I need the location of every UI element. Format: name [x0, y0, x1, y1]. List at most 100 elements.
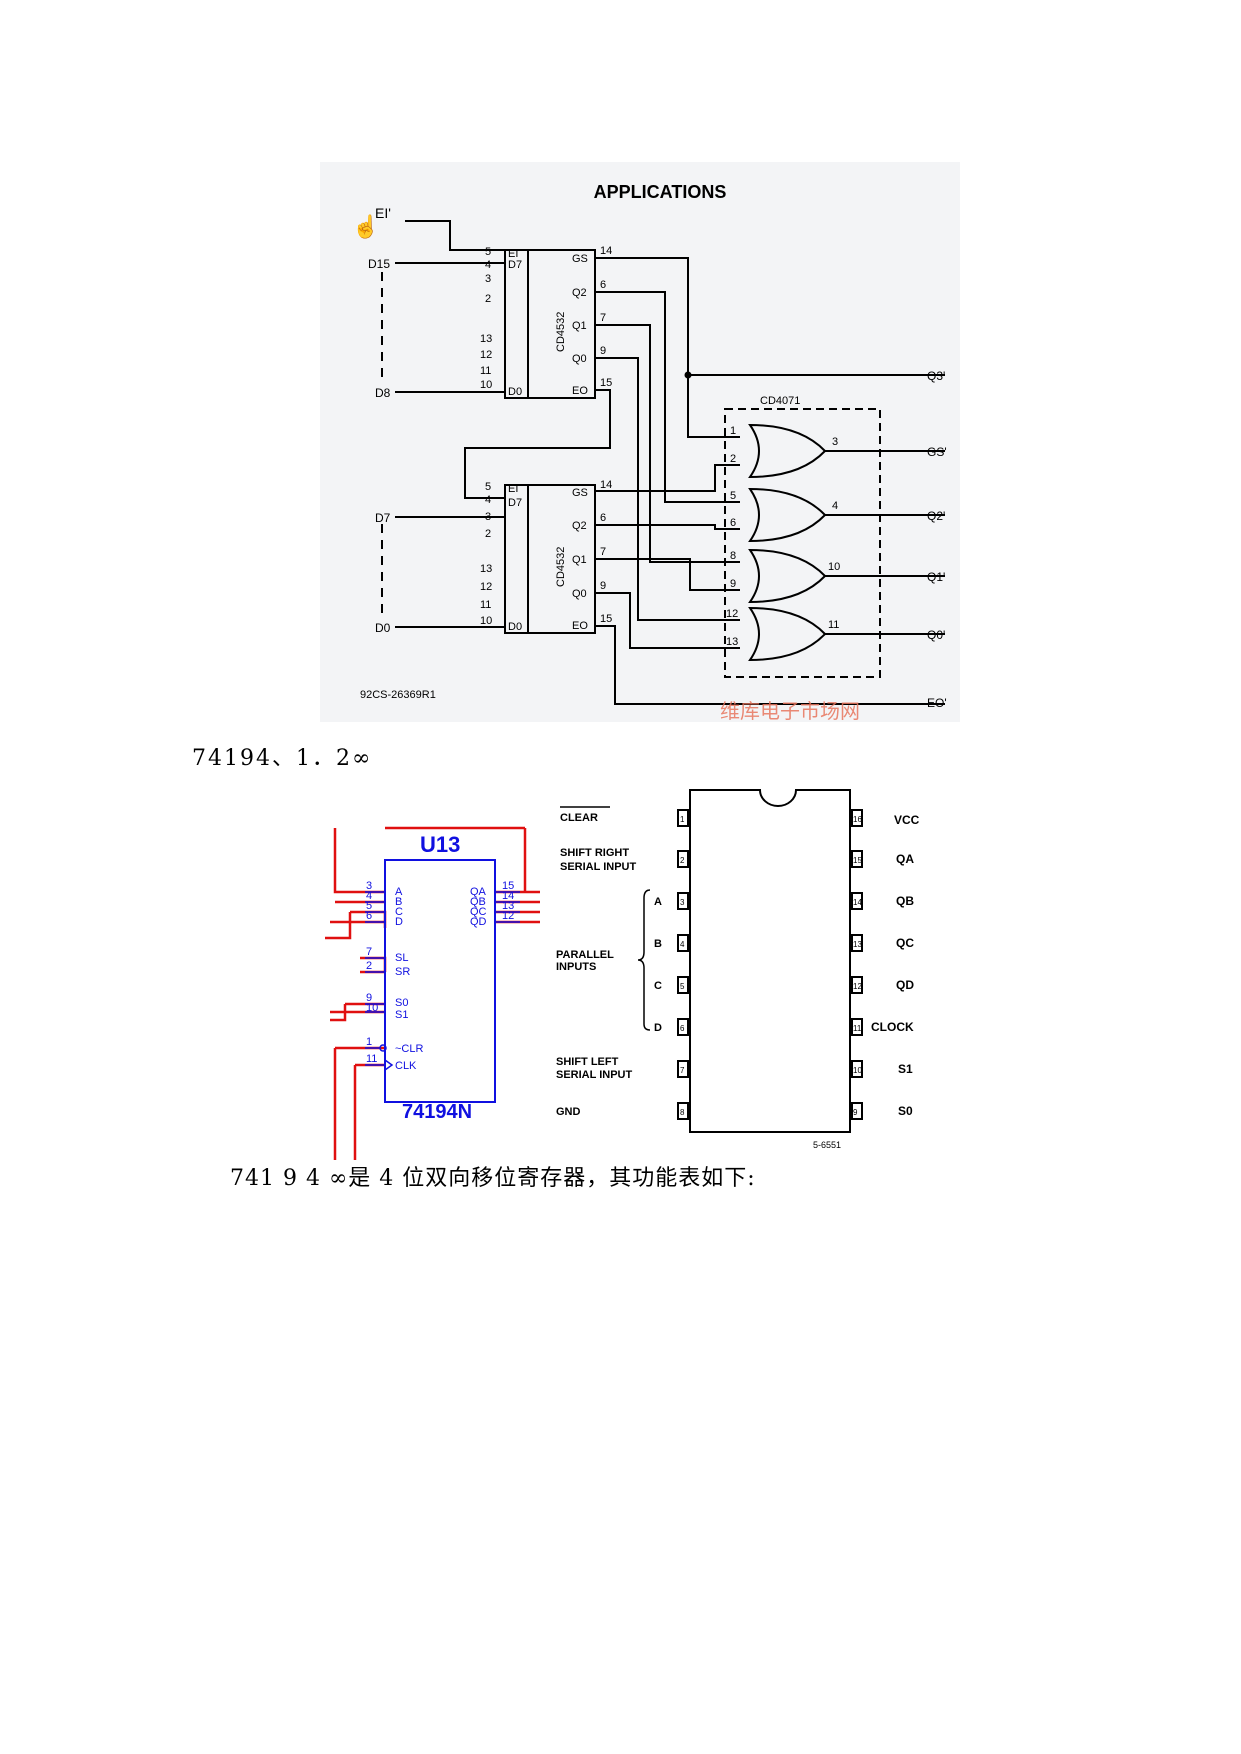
- pin-label: 12: [480, 581, 492, 593]
- output-q3: Q3': [927, 369, 945, 383]
- top-chip-label: CD4532: [555, 312, 567, 352]
- input-d8: D8: [375, 386, 391, 400]
- or-pin: 13: [726, 636, 738, 648]
- pin-label: 4: [485, 259, 491, 271]
- dip-pin: 2: [680, 856, 685, 865]
- serial-input-left-label: SERIAL INPUT: [556, 1069, 632, 1081]
- input-b-label: B: [654, 938, 662, 950]
- u13-pin-num: 3: [366, 880, 372, 892]
- or-gate-2: [748, 487, 827, 543]
- figure1-code: 92CS-26369R1: [360, 689, 436, 701]
- u13-pin-num: 15: [502, 880, 514, 892]
- dip-code: 5-6551: [813, 1140, 841, 1150]
- u13-pin-name: B: [395, 896, 402, 908]
- u13-pin-name: QA: [470, 886, 487, 898]
- dip-pin: 6: [680, 1024, 685, 1033]
- dip-pin: 12: [853, 982, 862, 991]
- pin-label: 3: [485, 273, 491, 285]
- qd-label: QD: [896, 978, 914, 992]
- cd4532-application-figure: APPLICATIONS ☝ EI' D15 D8 D7 D0 5 4 3 2 …: [320, 162, 960, 723]
- or-pin: 10: [828, 561, 840, 573]
- pin-label: 11: [480, 599, 491, 611]
- u13-pin-num: 13: [502, 900, 514, 912]
- dip-pin: 1: [680, 815, 685, 824]
- qb-label: QB: [896, 894, 914, 908]
- dip-pin: 7: [680, 1066, 685, 1075]
- shift-right-label: SHIFT RIGHT: [560, 847, 629, 859]
- u13-pin-name: S0: [395, 997, 408, 1009]
- pin-name: Q0: [572, 353, 587, 365]
- dip-pin: 16: [853, 815, 862, 824]
- pin-name: EO: [572, 385, 588, 397]
- pin-name: D0: [508, 621, 522, 633]
- or-gate-1: [748, 423, 827, 479]
- u13-chip: [384, 859, 496, 1103]
- pin-name: EI: [508, 248, 518, 260]
- pin-name: EI: [508, 483, 518, 495]
- pin-label: 7: [600, 546, 606, 558]
- 74194-figure: U13 74194N 3 A 4 B 5 C 6 D 7 SL 2 SR 9 S…: [320, 780, 920, 1160]
- u13-pin-num: 7: [366, 946, 372, 958]
- pin-label: 10: [480, 615, 492, 627]
- dip-pin: 14: [853, 898, 862, 907]
- clear-label: CLEAR: [560, 812, 598, 824]
- dip-pin: 3: [680, 898, 685, 907]
- 74194-schematic: U13 74194N 3 A 4 B 5 C 6 D 7 SL 2 SR 9 S…: [325, 789, 920, 1160]
- dip-pin: 10: [853, 1066, 862, 1075]
- u13-pin-name: C: [395, 906, 403, 918]
- pin-label: 13: [480, 563, 492, 575]
- pin-label: 6: [600, 512, 606, 524]
- u13-pin-name: ~CLR: [395, 1043, 423, 1055]
- output-q0: Q0': [927, 628, 945, 642]
- pin-label: 9: [600, 345, 606, 357]
- gnd-label: GND: [556, 1106, 581, 1118]
- u13-pin-num: 6: [366, 910, 372, 922]
- u13-pin-name: CLK: [395, 1060, 417, 1072]
- pin-label: 6: [600, 279, 606, 291]
- pin-name: GS: [572, 253, 588, 265]
- or-pin: 1: [730, 425, 736, 437]
- input-c-label: C: [654, 980, 662, 992]
- pin-name: Q2: [572, 520, 587, 532]
- s0-label: S0: [898, 1104, 913, 1118]
- pin-name: GS: [572, 487, 588, 499]
- or-pin: 11: [828, 619, 839, 631]
- vcc-label: VCC: [894, 813, 920, 827]
- u13-part: 74194N: [402, 1101, 472, 1123]
- u13-pin-num: 9: [366, 992, 372, 1004]
- dip-pin: 9: [853, 1108, 858, 1117]
- qc-label: QC: [896, 936, 914, 950]
- or-pin: 9: [730, 578, 736, 590]
- pin-name: EO: [572, 620, 588, 632]
- cd4532-schematic: APPLICATIONS ☝ EI' D15 D8 D7 D0 5 4 3 2 …: [352, 182, 947, 723]
- output-gs: GS': [927, 445, 947, 459]
- or-pin: 8: [730, 550, 736, 562]
- u13-pin-name: S1: [395, 1009, 408, 1021]
- u13-pin-name: SL: [395, 952, 408, 964]
- or-pin: 6: [730, 517, 736, 529]
- or-gate-4: [748, 606, 827, 662]
- u13-pin-name: A: [395, 886, 403, 898]
- pin-name: D7: [508, 497, 522, 509]
- bottom-chip-label: CD4532: [555, 547, 567, 587]
- pin-label: 5: [485, 481, 491, 493]
- parallel-label: PARALLEL: [556, 949, 614, 961]
- input-d-label: D: [654, 1022, 662, 1034]
- dip-pin: 13: [853, 940, 862, 949]
- dip-pin: 8: [680, 1108, 685, 1117]
- u13-pin-num: 10: [366, 1002, 378, 1014]
- dip-pin: 5: [680, 982, 685, 991]
- watermark: 维库电子市场网: [720, 700, 860, 722]
- pin-label: 15: [600, 613, 612, 625]
- input-d0: D0: [375, 621, 391, 635]
- qa-label: QA: [896, 852, 914, 866]
- pin-label: 14: [600, 479, 612, 491]
- cd4071-block: [724, 408, 881, 678]
- u13-pin-num: 14: [502, 890, 514, 902]
- pin-name: D0: [508, 386, 522, 398]
- input-d7: D7: [375, 511, 391, 525]
- pin-label: 15: [600, 377, 612, 389]
- output-q2: Q2': [927, 509, 945, 523]
- u13-pin-name: QB: [470, 896, 486, 908]
- pin-label: 2: [485, 293, 491, 305]
